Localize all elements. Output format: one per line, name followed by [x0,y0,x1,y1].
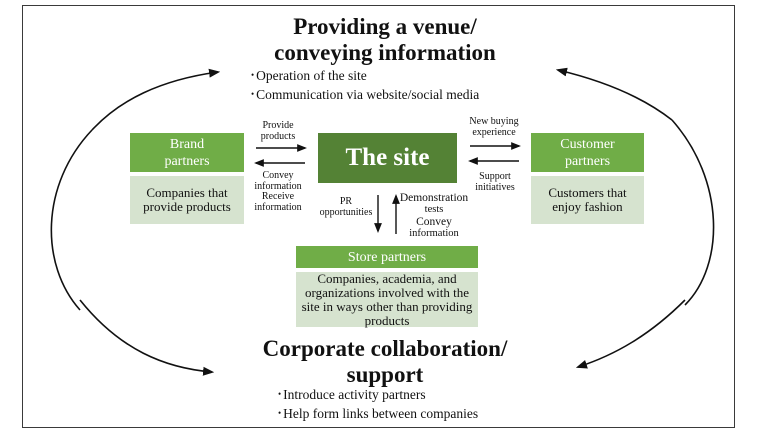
label-support-initiatives: Support initiatives [465,171,525,193]
brand-partners-title-line1: Brand [169,136,205,152]
desc-line: site in ways other than providing [301,298,473,314]
label-new-buying-experience: New buying experience [463,116,525,138]
label-line: tests [424,204,444,215]
diagram-frame [22,5,735,428]
desc-line: Companies that [146,185,228,200]
label-line: Support [479,171,511,182]
desc-line: enjoy fashion [552,199,623,214]
brand-partners-desc: Companies that provide products [130,176,244,224]
top-heading-line1: Providing a venue/ [293,14,477,39]
label-line: Convey [416,216,452,228]
label-line: Convey [262,170,294,181]
bullet-item: Operation of the site [251,66,479,85]
brand-partners-title-line2: partners [164,153,210,169]
bottom-heading-line2: support [346,362,424,387]
bottom-heading: Corporate collaboration/ support [230,336,540,388]
bottom-heading-line1: Corporate collaboration/ [262,336,508,361]
store-partners-desc: Companies, academia, and organizations i… [296,270,478,328]
the-site-label: The site [345,144,430,171]
customer-partners-header: Customer partners [531,133,644,172]
desc-line: provide products [143,199,231,214]
label-provide-products: Provide products [250,120,306,142]
desc-line: Customers that [548,185,627,200]
the-site-box: The site [318,133,457,183]
label-line: information [254,201,302,213]
customer-partners-title-line1: Customer [560,136,615,152]
customer-partners-desc: Customers that enjoy fashion [531,176,644,224]
bullet-item: Help form links between companies [278,404,478,423]
customer-partners-title-line2: partners [564,153,611,169]
label-demonstration-convey: Demonstration tests Convey information [398,192,470,240]
label-pr-opportunities: PR opportunities [318,196,374,218]
top-heading-line2: conveying information [274,40,496,65]
label-line: information [409,228,459,239]
label-line: experience [472,126,516,138]
label-line: products [260,130,296,142]
bullet-item: Communication via website/social media [251,85,479,104]
label-convey-receive-information: Convey information Receive information [248,170,308,213]
desc-line: organizations involved with the [304,284,470,300]
label-line: Receive [261,191,295,202]
label-line: New buying [469,116,519,127]
label-line: information [254,180,302,192]
desc-line: Companies, academia, and [317,270,457,286]
bottom-bullets: Introduce activity partners Help form li… [278,385,478,423]
label-line: Provide [262,120,294,131]
label-line: Demonstration [399,192,469,204]
top-bullets: Operation of the site Communication via … [251,66,479,104]
label-line: initiatives [475,181,515,193]
top-heading: Providing a venue/ conveying information [230,14,540,66]
store-partners-header: Store partners [296,246,478,268]
bullet-item: Introduce activity partners [278,385,478,404]
store-partners-title: Store partners [347,249,427,265]
brand-partners-header: Brand partners [130,133,244,172]
label-line: opportunities [319,206,373,218]
label-line: PR [339,196,353,207]
desc-line: products [364,312,410,328]
